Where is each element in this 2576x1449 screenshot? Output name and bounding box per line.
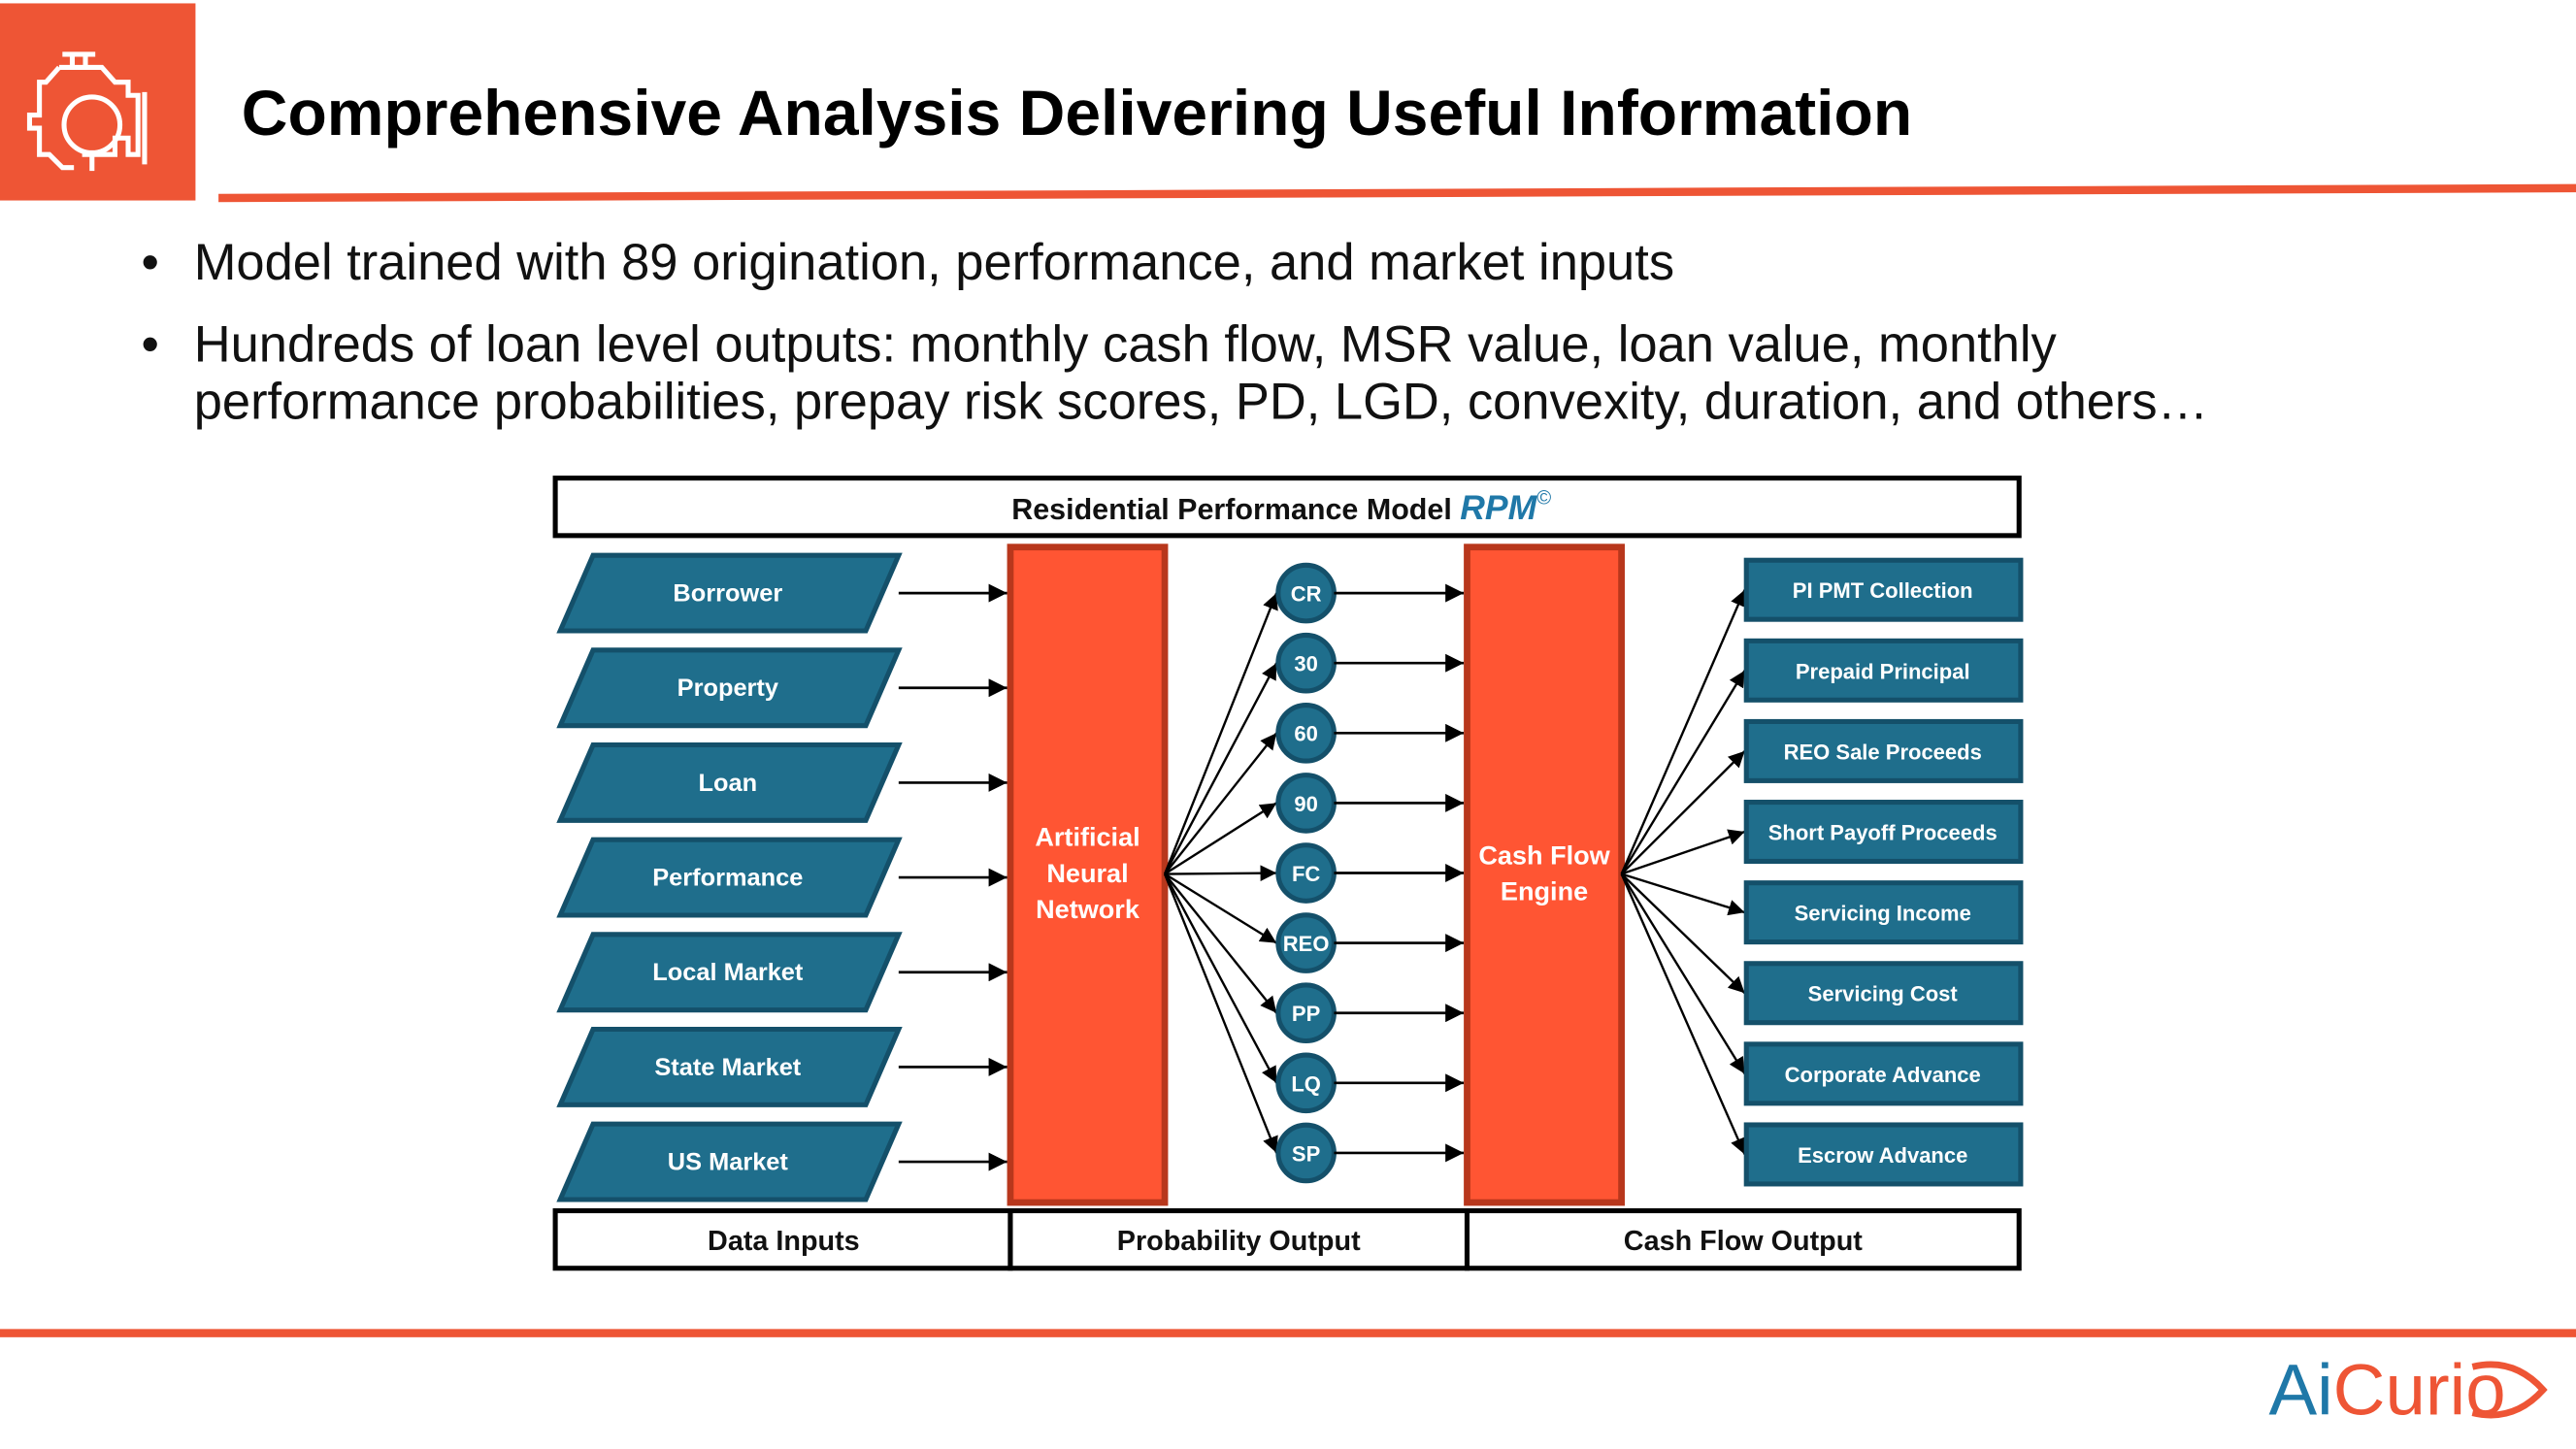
state-label: REO: [1283, 932, 1330, 956]
state-label: 60: [1294, 722, 1317, 746]
input-label: Loan: [699, 770, 758, 797]
arrow: [1620, 873, 1746, 1074]
engine-label-2: Engine: [1501, 876, 1588, 906]
output-label: PI PMT Collection: [1793, 578, 1973, 603]
footer-rule: [0, 1329, 2576, 1337]
output-label: Escrow Advance: [1798, 1143, 1967, 1168]
ann-block: [1007, 543, 1169, 1206]
arrow: [1620, 873, 1746, 1155]
output-box: [1743, 961, 2024, 1026]
arrow: [1621, 829, 1745, 875]
engine-label-1: Cash Flow: [1478, 840, 1610, 870]
arrow: [1620, 670, 1746, 875]
output-box: [1743, 1122, 2024, 1187]
output-box: [1743, 557, 2024, 622]
output-box: [1743, 880, 2024, 945]
output-box: [1743, 1041, 2024, 1106]
logo-eye-icon: [2471, 1361, 2548, 1419]
bullet-list: • Model trained with 89 origination, per…: [142, 235, 2209, 431]
input-shape: [556, 837, 903, 918]
output-box: [1743, 718, 2024, 783]
engine-icon: [26, 51, 148, 172]
output-label: Servicing Income: [1795, 902, 1971, 926]
ann-label-1: Artificial: [1035, 822, 1139, 852]
input-label: Performance: [652, 865, 803, 892]
arrow: [1164, 873, 1278, 1084]
arrow: [1621, 873, 1745, 916]
state-label: SP: [1292, 1141, 1320, 1166]
state-label: PP: [1292, 1002, 1320, 1026]
bullet-2-line-2: performance probabilities, prepay risk s…: [194, 375, 2208, 431]
arrow: [1165, 865, 1277, 881]
input-label: Local Market: [652, 959, 804, 986]
arrow: [1164, 662, 1278, 875]
input-label: US Market: [668, 1149, 789, 1176]
output-label: REO Sale Proceeds: [1784, 740, 1982, 764]
output-label: Servicing Cost: [1808, 982, 1959, 1006]
bullet-1: Model trained with 89 origination, perfo…: [194, 235, 1674, 291]
state-label: 30: [1294, 652, 1317, 676]
state-label: 90: [1294, 792, 1317, 816]
arrow: [1163, 873, 1278, 1154]
input-shape: [556, 932, 903, 1013]
header-icon-tile: [0, 3, 196, 201]
arrow: [1620, 589, 1746, 874]
arrow: [1620, 873, 1746, 995]
title-underline: [218, 183, 2576, 203]
footer-probability-output: [1007, 1207, 1470, 1271]
bullet-dot-icon: •: [142, 316, 159, 373]
arrow: [1620, 750, 1746, 875]
diagram-title: Residential Performance Model RPM©: [1011, 488, 1551, 527]
ann-label-2: Neural: [1046, 858, 1128, 888]
state-label: CR: [1291, 582, 1322, 607]
aicurio-logo: AiCurio: [2268, 1349, 2548, 1430]
footer-label-probability-output: Probability Output: [1117, 1226, 1361, 1257]
input-label: Borrower: [673, 580, 782, 608]
state-label: LQ: [1291, 1071, 1321, 1096]
arrow: [1164, 732, 1278, 875]
input-label: State Market: [654, 1054, 801, 1081]
cash-flow-engine-block: [1464, 543, 1625, 1206]
state-label: FC: [1292, 862, 1320, 886]
output-label: Corporate Advance: [1785, 1063, 1981, 1087]
input-shape: [556, 647, 903, 729]
arrow: [1164, 873, 1277, 944]
output-label: Prepaid Principal: [1796, 659, 1970, 683]
input-label: Property: [677, 675, 778, 702]
bullet-dot-icon: •: [142, 235, 159, 291]
logo-text: AiCurio: [2268, 1349, 2505, 1430]
input-shape: [556, 1026, 903, 1107]
output-box: [1743, 638, 2024, 703]
page-title: Comprehensive Analysis Delivering Useful…: [242, 77, 1912, 148]
arrow: [1164, 802, 1277, 875]
footer-label-cash-flow-output: Cash Flow Output: [1624, 1226, 1864, 1257]
arrow: [1163, 592, 1278, 874]
footer-label-data-inputs: Data Inputs: [708, 1226, 860, 1257]
footer-cash-flow-output: [1464, 1207, 2022, 1271]
rpm-diagram: Residential Performance Model RPM© Borro…: [552, 476, 2024, 1271]
input-shape: [556, 741, 903, 823]
output-box: [1743, 800, 2024, 865]
bullet-2-line-1: Hundreds of loan level outputs: monthly …: [194, 316, 2058, 373]
arrow: [1164, 873, 1278, 1014]
ann-label-3: Network: [1036, 894, 1140, 924]
output-label: Short Payoff Proceeds: [1768, 820, 1998, 844]
input-shape: [556, 552, 903, 634]
diagram-title-box: [552, 476, 2022, 539]
input-shape: [556, 1121, 903, 1202]
